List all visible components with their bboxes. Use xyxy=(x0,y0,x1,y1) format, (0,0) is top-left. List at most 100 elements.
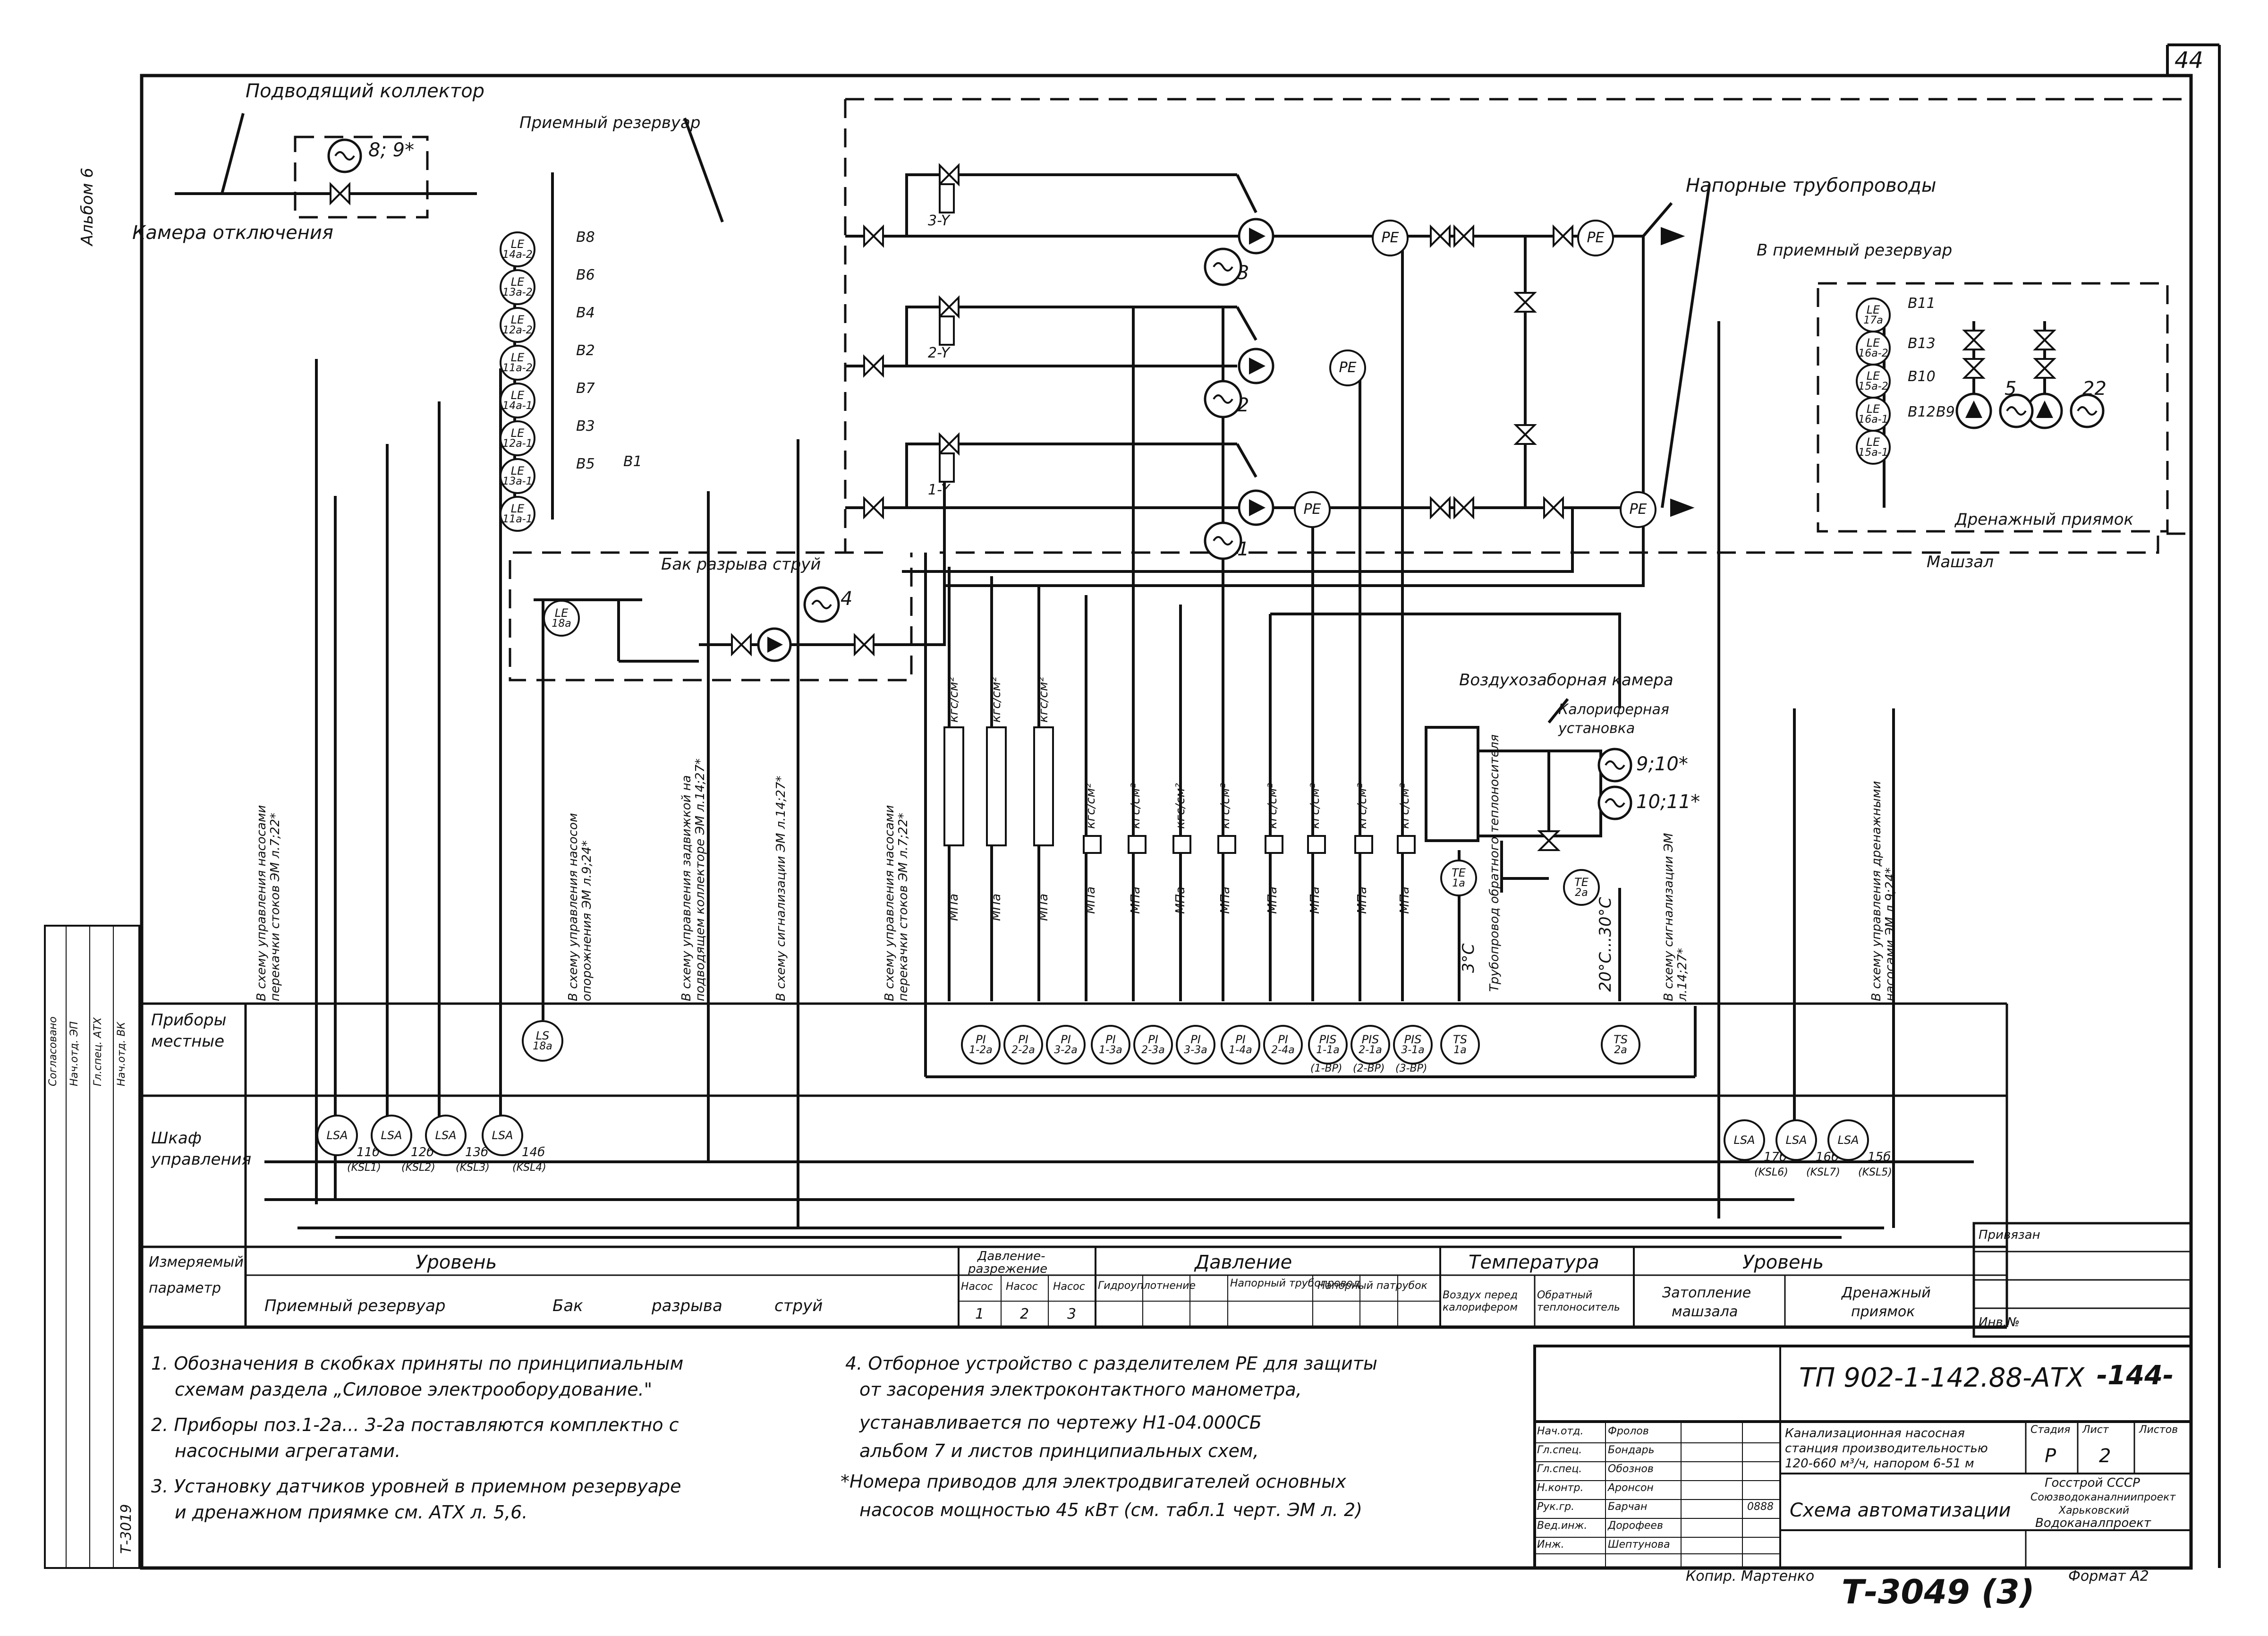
note-line: 1. Обозначения в скобках приняты по прин… xyxy=(151,1353,684,1374)
org-line: Харьковский xyxy=(2059,1505,2130,1517)
stage-value: Р xyxy=(2045,1445,2056,1467)
role: Гл.спец. xyxy=(1537,1463,1582,1475)
note-line: схемам раздела „Силовое электрооборудова… xyxy=(175,1379,653,1400)
instrument-code: (1-ВР) xyxy=(1310,1063,1342,1074)
sensor-code: В4 xyxy=(576,305,595,321)
panel-switch-lsa: LSA xyxy=(482,1115,523,1156)
note-line: 4. Отборное устройство с разделителем РЕ… xyxy=(845,1353,1377,1374)
stamp-code: Т-3049 (3) xyxy=(1842,1573,2035,1611)
sheets-label: Листов xyxy=(2139,1424,2178,1436)
param-temperature: Температура xyxy=(1469,1252,1599,1273)
name: Шептунова xyxy=(1608,1539,1670,1551)
param-num: 1 xyxy=(975,1306,985,1322)
panel-switch-lsa: LSA xyxy=(425,1115,467,1156)
left-strip-item: Гл.спец. АТХ xyxy=(92,1017,104,1086)
param-pressure-nozzle: Напорный патрубок xyxy=(1317,1280,1427,1292)
gauge-unit: кгс/см² xyxy=(1308,783,1322,829)
instrument-code: (3-ВР) xyxy=(1395,1063,1427,1074)
inv-no-label: Инв.№ xyxy=(1979,1315,2020,1329)
vertical-note: В схему управления дренажными насосами Э… xyxy=(1869,781,1897,1001)
role: Нач.отд. xyxy=(1537,1425,1584,1437)
param-hall-flooding-2: машзала xyxy=(1672,1304,1738,1320)
sheet-value: 2 xyxy=(2099,1445,2111,1467)
sensor-code: В10 xyxy=(1908,368,1936,385)
param-jet-tank-2: разрыва xyxy=(652,1296,722,1315)
pump-22-number: 22 xyxy=(2082,378,2107,400)
name: Дорофеев xyxy=(1608,1520,1663,1532)
gauge-unit: кгс/см² xyxy=(947,677,961,723)
pump-4-number: 4 xyxy=(841,588,853,610)
gauge-unit: МПа xyxy=(1355,886,1369,914)
vertical-note: В схему сигнализации ЭМ л.14;27* xyxy=(1662,833,1690,1001)
switch-code: (KSL5) xyxy=(1858,1167,1892,1178)
vertical-note: В схему управления задвижкой на подводящ… xyxy=(680,758,707,1001)
receiving-tank-label: Приемный резервуар xyxy=(519,113,701,132)
heater-unit-label-2: установка xyxy=(1558,720,1635,737)
org-line: Союзводоканалниипроект xyxy=(2030,1491,2176,1503)
gauge-unit: МПа xyxy=(1218,886,1232,914)
pump-2-number: 2 xyxy=(1237,394,1249,416)
param-jet-tank-1: Бак xyxy=(552,1296,583,1315)
note-line: альбом 7 и листов принципиальных схем, xyxy=(859,1440,1259,1461)
note-line: 2. Приборы поз.1-2а... 3-2а поставляются… xyxy=(151,1414,679,1435)
temp-3-label: 3°С xyxy=(1459,943,1478,973)
gauge-unit: кгс/см² xyxy=(1173,783,1188,829)
gauge-unit: МПа xyxy=(1084,886,1098,914)
gauge-unit: кгс/см² xyxy=(1129,783,1143,829)
role: Н.контр. xyxy=(1537,1482,1584,1494)
name: Фролов xyxy=(1608,1425,1649,1437)
temp-range-label: 20°С...30°С xyxy=(1596,897,1615,992)
param-header-1: Измеряемый xyxy=(149,1254,244,1270)
switch-code: (KSL2) xyxy=(401,1162,435,1174)
role: Гл.спец. xyxy=(1537,1444,1582,1456)
sensor-code: В13 xyxy=(1908,335,1936,352)
param-drain-pit-2: приямок xyxy=(1851,1304,1915,1320)
param-pressure-diff-2: разрежение xyxy=(968,1262,1048,1276)
sensor-code: В9 xyxy=(1936,404,1955,420)
param-header-2: параметр xyxy=(149,1280,221,1296)
role: Рук.гр. xyxy=(1537,1501,1575,1513)
vertical-note: В схему сигнализации ЭМ л.14;27* xyxy=(774,775,788,1001)
param-pump: Насос xyxy=(1053,1281,1085,1293)
page-number: 44 xyxy=(2175,47,2204,74)
project-line: 120-660 м³/ч, напором 6-51 м xyxy=(1785,1457,1974,1471)
pe-separator: РЕ xyxy=(1329,349,1366,386)
vertical-note: В схему управления насосами перекачки ст… xyxy=(883,805,910,1001)
param-pump: Насос xyxy=(961,1281,993,1293)
param-level: Уровень xyxy=(416,1252,497,1273)
param-pressure-diff-1: Давление- xyxy=(977,1249,1045,1263)
panel-switch-lsa: LSA xyxy=(1775,1119,1817,1161)
sensor-code: В12 xyxy=(1908,404,1936,420)
param-num: 2 xyxy=(1020,1306,1029,1322)
param-air-before-heater: Воздух перед калорифером xyxy=(1443,1289,1518,1314)
note-line: насосов мощностью 45 кВт (см. табл.1 чер… xyxy=(859,1500,1362,1520)
album-label: Альбом 6 xyxy=(78,168,97,246)
role: Вед.инж. xyxy=(1537,1520,1588,1532)
param-pressure: Давление xyxy=(1195,1252,1292,1273)
gauge-unit: кгс/см² xyxy=(989,677,1003,723)
note-line: 3. Установку датчиков уровней в приемном… xyxy=(151,1476,681,1497)
left-strip-item: Нач.отд. ЭП xyxy=(68,1021,80,1086)
vertical-note: В схему управления насосами перекачки ст… xyxy=(255,805,282,1001)
gauge-unit: МПа xyxy=(1036,894,1051,921)
note-line: и дренажном приямке см. АТХ л. 5,6. xyxy=(175,1502,528,1523)
format-label: Формат А2 xyxy=(2068,1568,2149,1585)
row-label-panel-2: управления xyxy=(151,1150,252,1169)
row-label-local-1: Приборы xyxy=(151,1011,227,1030)
motor-10-11-label: 10;11* xyxy=(1636,791,1700,813)
